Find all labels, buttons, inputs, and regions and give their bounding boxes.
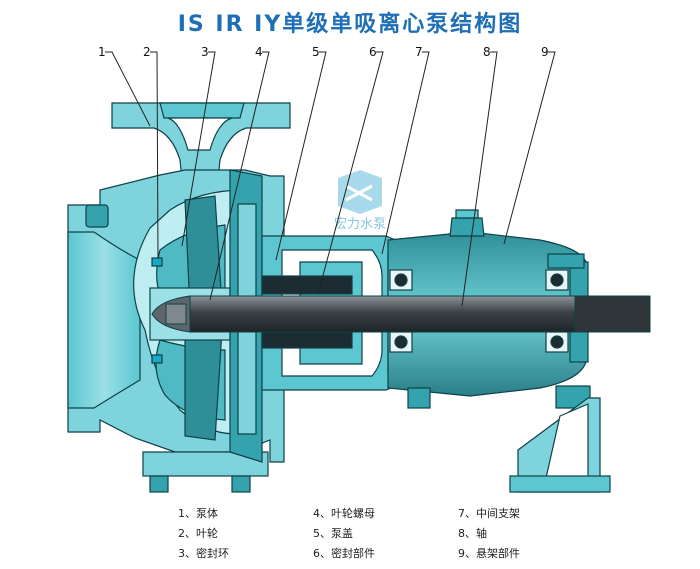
- seal-packing: [261, 275, 353, 295]
- impeller-nut: [165, 303, 187, 325]
- legend-item-8: 8、轴: [458, 527, 487, 540]
- watermark-text: 宏力水泵: [334, 217, 386, 232]
- callout-5: 5: [312, 45, 320, 59]
- callout-8: 8: [483, 45, 491, 59]
- shaft: [151, 295, 651, 333]
- callout-9: 9: [541, 45, 549, 59]
- callout-4: 4: [255, 45, 263, 59]
- callout-6: 6: [369, 45, 377, 59]
- pump-cross-section: 宏力水泵 1 2 3 4 5 6 7 8 9: [67, 45, 651, 493]
- callout-3: 3: [201, 45, 209, 59]
- suction-flange: [111, 102, 291, 181]
- legend-item-1: 1、泵体: [178, 507, 218, 520]
- bearing-front: [389, 269, 413, 353]
- diagram-title: IS IR IY单级单吸离心泵结构图: [177, 12, 523, 37]
- callout-numbers: 1 2 3 4 5 6 7 8 9: [98, 45, 549, 59]
- legend-item-7: 7、中间支架: [458, 507, 520, 520]
- legend-item-3: 3、密封环: [178, 547, 229, 560]
- callout-leaders: [105, 51, 556, 307]
- parts-legend: 1、泵体 2、叶轮 3、密封环 4、叶轮螺母 5、泵盖 6、密封部件 7、中间支…: [0, 505, 700, 569]
- legend-item-4: 4、叶轮螺母: [313, 507, 375, 520]
- callout-7: 7: [415, 45, 423, 59]
- legend-item-2: 2、叶轮: [178, 527, 218, 540]
- legend-item-9: 9、悬架部件: [458, 547, 520, 560]
- callout-2: 2: [143, 45, 151, 59]
- watermark-logo: 宏力水泵: [334, 170, 386, 232]
- bearing-rear: [545, 269, 569, 353]
- legend-item-5: 5、泵盖: [313, 527, 353, 540]
- callout-1: 1: [98, 45, 106, 59]
- support-foot: [509, 397, 611, 493]
- legend-item-6: 6、密封部件: [313, 547, 375, 560]
- wear-ring: [151, 257, 163, 267]
